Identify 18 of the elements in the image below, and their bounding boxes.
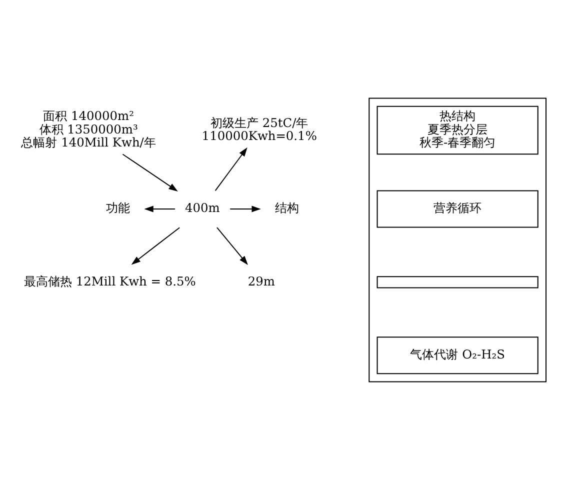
node-box: 气体代谢 O₂-H₂S — [376, 336, 538, 374]
arrow — [122, 153, 178, 191]
node-box: 热结构 夏季热分层 秋季-春季翻匀 — [376, 105, 538, 154]
arrow — [144, 205, 175, 212]
node-text: 面积 140000m² 体积 1350000m³ 总幅射 140Mill Kwh/年 — [21, 108, 156, 150]
node-text: 结构 — [274, 200, 299, 215]
arrow — [214, 146, 248, 190]
cluster — [368, 97, 547, 382]
arrow — [131, 226, 180, 264]
node-text: 功能 — [106, 200, 130, 215]
arrow — [216, 226, 248, 264]
node-text: 400m — [185, 200, 220, 215]
node-text: 最高储热 12Mill Kwh = 8.5% — [24, 274, 196, 288]
node-text: 初级生产 25tC/年 110000Kwh=0.1% — [202, 115, 317, 142]
node-box — [376, 276, 538, 288]
node-text: 29m — [248, 274, 275, 288]
arrow — [230, 205, 261, 212]
node-box: 营养循环 — [376, 190, 538, 228]
